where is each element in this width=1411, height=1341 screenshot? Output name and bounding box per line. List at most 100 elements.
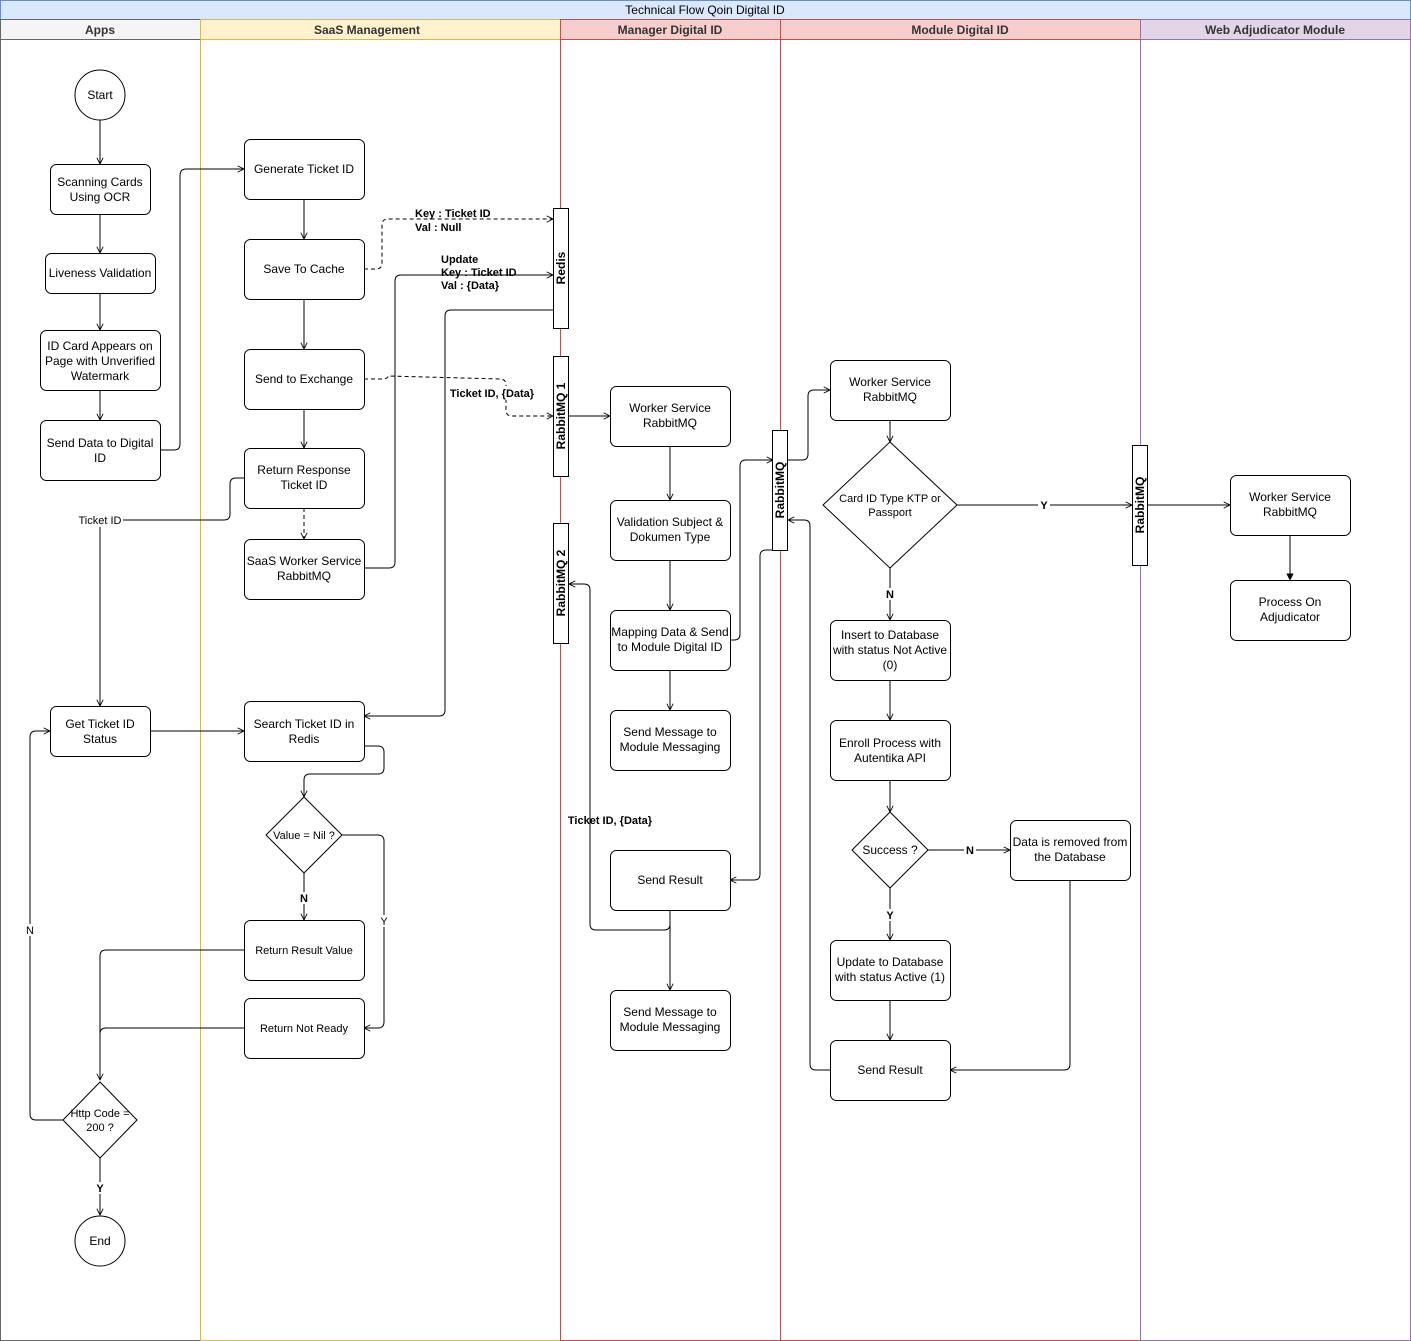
ticket-data-label-1: Ticket ID, {Data}: [450, 388, 535, 400]
edge-sendresult-rabbit2: [569, 584, 671, 931]
send-data-step: [40, 420, 161, 481]
card-type-y-label: Y: [1040, 500, 1048, 512]
mod-send-result-label: Send Result: [857, 1063, 923, 1077]
edge-notready-http: [99, 1027, 244, 1080]
liveness-label: Liveness Validation: [49, 266, 152, 280]
ticket-id-edge-label: Ticket ID: [79, 515, 122, 527]
mod-worker-step: [830, 360, 951, 421]
edge-removed-sendresult: [950, 880, 1071, 1070]
end-label: End: [89, 1234, 110, 1248]
validation-label: Validation Subject &Dokumen Type: [617, 515, 724, 544]
return-not-ready-label: Return Not Ready: [260, 1023, 349, 1035]
return-result-label: Return Result Value: [255, 945, 353, 957]
http-decision: [62, 1081, 138, 1159]
adjudicator-step: [1230, 580, 1351, 641]
edge-sendresult-rabbitmodule: [788, 520, 830, 1071]
value-nil-n-label: N: [300, 893, 308, 905]
rabbitmq-2-label: RabbitMQ 2: [554, 549, 568, 616]
lane-saas-title: SaaS Management: [314, 23, 420, 37]
rabbitmq-module-queue: [772, 430, 788, 551]
send-message-2-step: [610, 990, 731, 1051]
rabbitmq-1-label: RabbitMQ 1: [554, 382, 568, 449]
return-not-ready-step: [244, 998, 365, 1059]
card-type-n-label: N: [886, 589, 894, 601]
success-n-label: N: [966, 845, 974, 857]
idcard-step: [40, 330, 161, 391]
rabbitmq-web-queue: [1132, 445, 1148, 566]
edge-search-valuenil: [304, 745, 385, 797]
redis-store: [553, 208, 569, 329]
lane-web: Web Adjudicator Module: [1140, 19, 1411, 1341]
edge-returnresult-http: [100, 949, 244, 1080]
update-db-step: [830, 940, 951, 1001]
save-cache-label: Save To Cache: [263, 262, 344, 276]
card-type-decision: [822, 441, 958, 569]
rabbitmq-web-label: RabbitMQ: [1133, 477, 1147, 534]
http-y-label: Y: [96, 1183, 104, 1195]
diagram-title: Technical Flow Qoin Digital ID: [625, 3, 785, 17]
success-label: Success ?: [862, 843, 918, 857]
edge-saasworker-redis: [364, 275, 553, 569]
edge-senddata-generate: [160, 169, 244, 451]
lane-saas: SaaS Management: [200, 19, 561, 1341]
value-nil-label: Value = Nil ?: [273, 830, 335, 842]
end-node: [74, 1215, 126, 1267]
edge-rabbitmodule-modworker: [788, 390, 830, 461]
value-nil-y-label: Y: [380, 916, 388, 928]
http-n-label: N: [26, 925, 34, 937]
rabbitmq-module-label: RabbitMQ: [773, 462, 787, 519]
send-exchange-step: [244, 349, 365, 410]
removed-step: [1010, 820, 1131, 881]
edge-redis-search: [364, 309, 553, 716]
edge-save-redis: [364, 219, 553, 270]
generate-ticket-step: [244, 139, 365, 200]
start-node: [74, 69, 126, 121]
generate-ticket-label: Generate Ticket ID: [254, 162, 354, 176]
success-decision: [851, 811, 929, 889]
web-worker-step: [1230, 475, 1351, 536]
search-ticket-step: [244, 701, 365, 762]
value-nil-decision: [265, 796, 343, 874]
edge-exchange-rabbit1: [364, 375, 553, 416]
mod-send-result-step: [830, 1040, 951, 1101]
saas-worker-step: [244, 539, 365, 600]
save-cache-step: [244, 239, 365, 300]
scan-cards-step: [50, 164, 151, 215]
lane-module-title: Module Digital ID: [911, 23, 1009, 37]
enroll-step: [830, 720, 951, 781]
mgr-send-result-label: Send Result: [637, 873, 703, 887]
edge-mapping-rabbitmodule: [730, 460, 773, 641]
lane-web-title: Web Adjudicator Module: [1205, 23, 1345, 37]
send-message-1-step: [610, 710, 731, 771]
return-response-step: [244, 448, 365, 509]
mgr-send-result-step: [610, 850, 731, 911]
success-y-label: Y: [886, 910, 894, 922]
mgr-worker-step: [610, 386, 731, 447]
liveness-step: [45, 253, 156, 294]
http-label: Http Code =200 ?: [70, 1108, 129, 1134]
validation-step: [610, 500, 731, 561]
edge-rabbitmodule-sendresult: [730, 549, 773, 880]
redis-label: Redis: [554, 251, 568, 284]
